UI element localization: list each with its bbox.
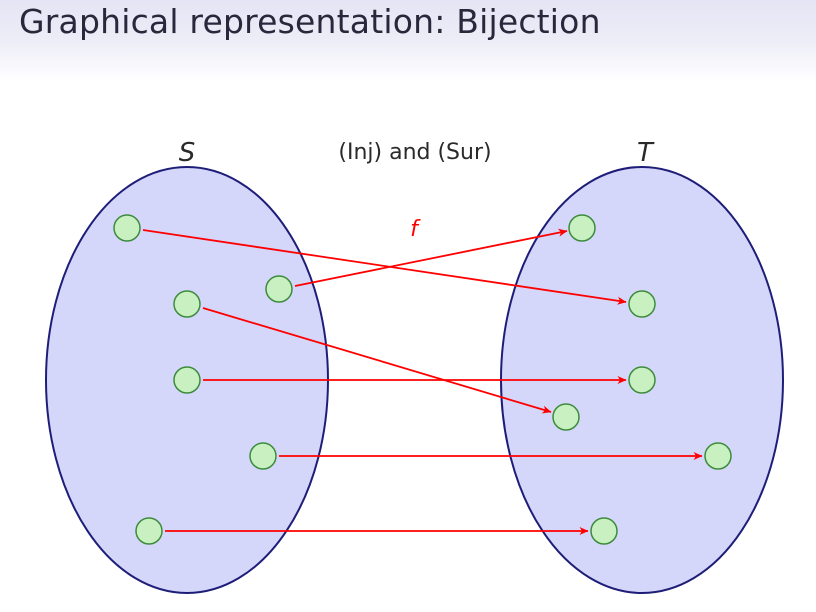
function-label: f — [410, 217, 421, 242]
set-s-label: S — [179, 138, 196, 168]
node-t-3 — [628, 366, 656, 394]
node-s-3 — [173, 290, 201, 318]
mapping-arrow-2 — [294, 228, 568, 287]
mapping-arrow-3 — [202, 307, 552, 414]
slide-title: Graphical representation: Bijection — [19, 2, 601, 41]
node-s-4 — [173, 366, 201, 394]
node-s-2 — [265, 275, 293, 303]
set-t-label: T — [637, 138, 655, 168]
node-t-6 — [590, 517, 618, 545]
node-t-2 — [628, 290, 656, 318]
mapping-arrow-1 — [142, 229, 627, 305]
slide-header: Graphical representation: Bijection — [0, 0, 816, 80]
node-s-6 — [135, 517, 163, 545]
node-t-4 — [552, 403, 580, 431]
node-t-1 — [568, 214, 596, 242]
node-s-1 — [113, 214, 141, 242]
node-t-5 — [704, 442, 732, 470]
condition-label: (Inj) and (Sur) — [338, 140, 491, 165]
node-s-5 — [249, 442, 277, 470]
